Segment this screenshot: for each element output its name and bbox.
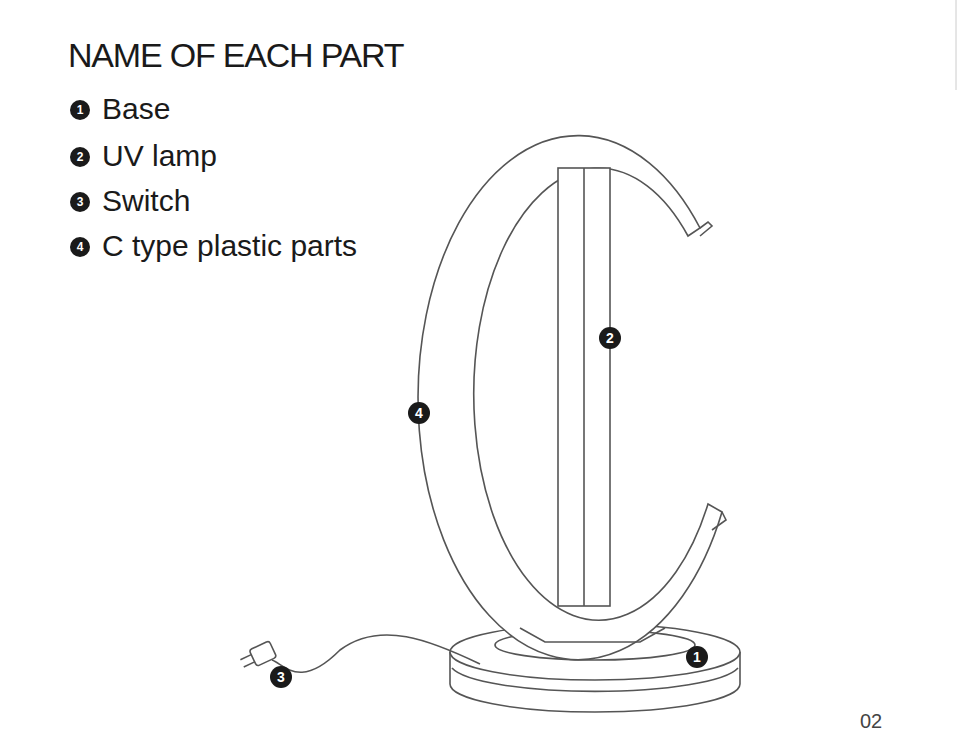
page-edge-line [956,0,957,90]
power-cord [272,635,480,672]
part-name: Base [102,92,170,126]
callout-number: 4 [408,402,430,424]
callout-number: 4 [70,237,90,257]
page-title: NAME OF EACH PART [68,36,403,75]
part-name: C type plastic parts [102,229,357,263]
callout-number: 1 [70,100,90,120]
c-bottom-end [712,512,726,530]
page-number: 02 [860,710,882,733]
c-foot [520,628,665,642]
callout-number: 3 [270,666,292,688]
c-type-plastic-part [418,136,722,660]
callout-number: 2 [599,327,621,349]
c-top-end [700,222,712,236]
callout-number: 1 [686,646,708,668]
uv-lamp-tube [558,168,610,606]
lamp-drawing [238,0,956,712]
part-name: UV lamp [102,139,217,173]
part-name: Switch [102,184,190,218]
callout-number: 3 [70,192,90,212]
base-rim [452,668,738,691]
callout-number: 2 [70,147,90,167]
plug [238,641,276,672]
uv-lamp-seam [583,168,585,606]
